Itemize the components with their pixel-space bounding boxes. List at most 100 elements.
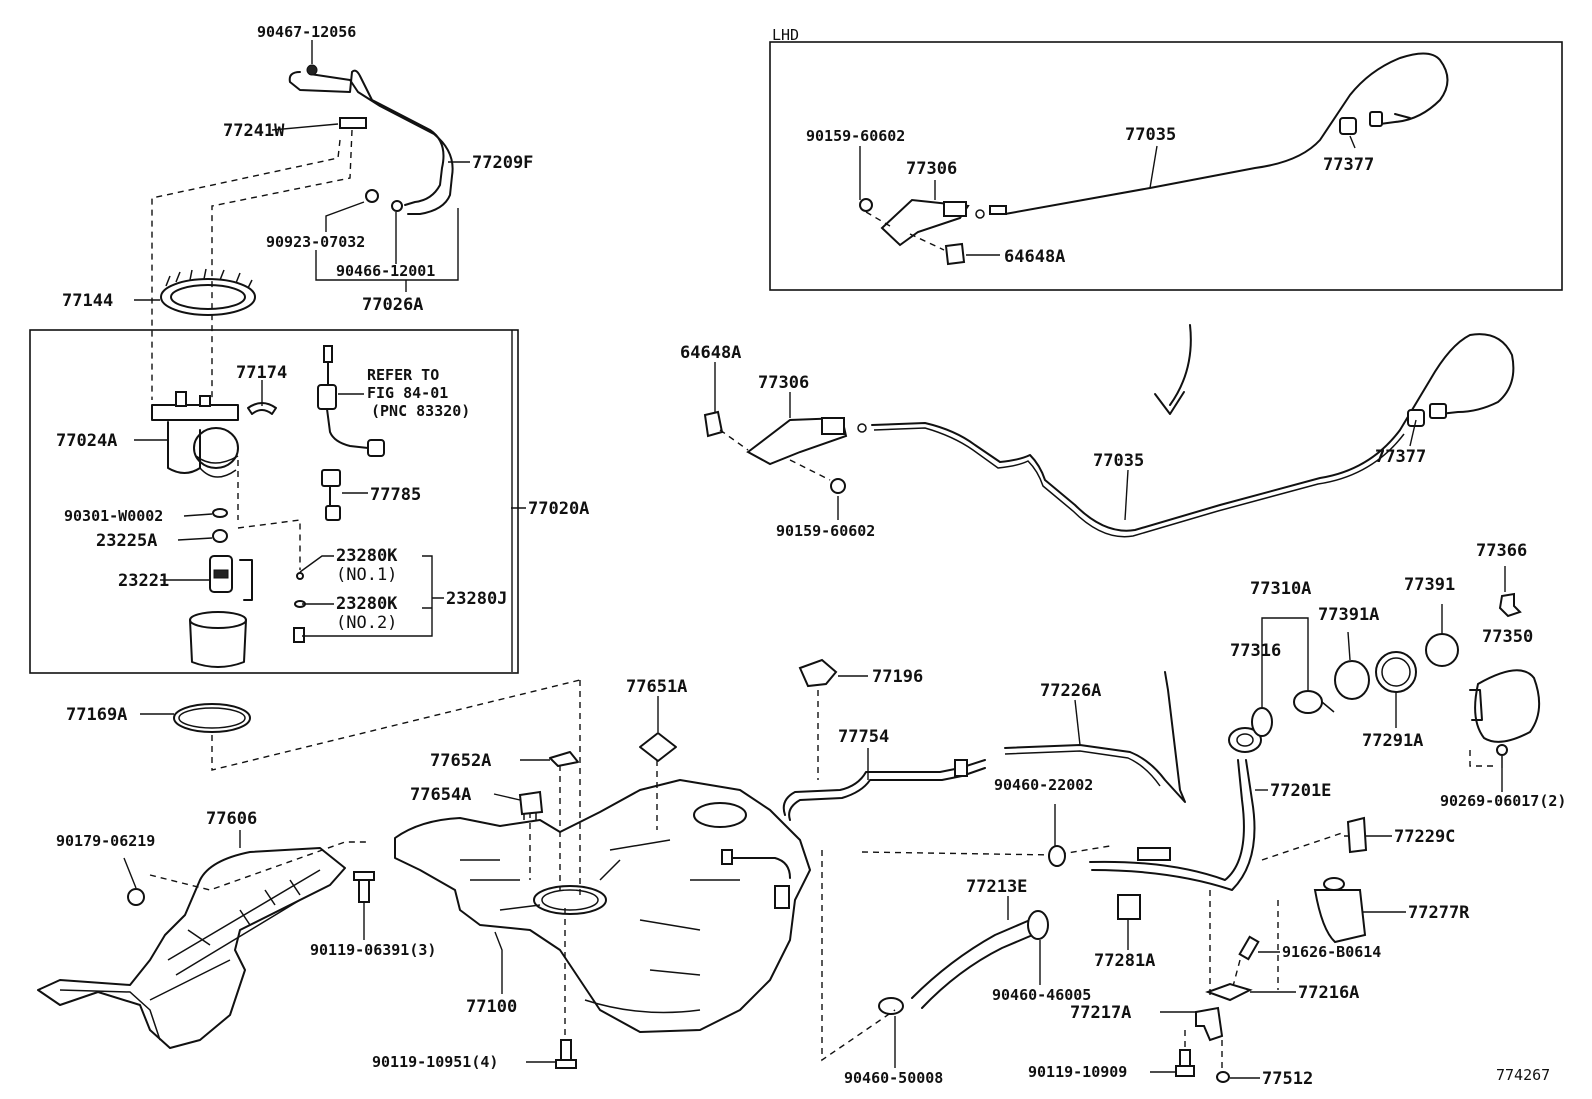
fuel-tube-77209f [288,64,454,215]
label-77100: 77100 [466,997,517,1017]
dash-hose [821,850,896,1062]
ring-77391 [1425,633,1459,667]
leader-lines [134,40,1506,1079]
label-77391a: 77391A [1318,605,1379,625]
pad-77652a [549,751,579,767]
nut-90466 [391,200,403,212]
label-77316: 77316 [1230,641,1281,661]
lhd-cable [975,52,1449,219]
label-23280k-2-sub: (NO.2) [336,613,397,633]
filter-cup [189,611,247,668]
label-77350: 77350 [1482,627,1533,647]
connector-77281a [1117,847,1171,920]
lhd-box [769,41,1563,291]
spring-77366 [1498,592,1522,618]
label-77241w: 77241W [223,121,285,141]
clip-90467 [306,64,318,76]
refer-line-2: FIG 84-01 [367,384,448,402]
label-90159-60602: 90159-60602 [776,522,875,540]
label-77026a: 77026A [362,295,423,315]
label-90269-06017: 90269-06017(2) [1440,792,1566,810]
pipe-77226a [1004,671,1186,803]
cap-77310a [1293,690,1335,714]
label-77213e: 77213E [966,877,1027,897]
lhd-label-90159-60602: 90159-60602 [806,127,905,145]
lhd-clip-64648a [944,242,966,266]
diagram-id: 774267 [1496,1066,1550,1084]
part-77196 [798,658,838,688]
label-77306: 77306 [758,373,809,393]
dash-tube-left [151,139,341,400]
clip-77229c [1344,816,1368,854]
arrow-shaft [1169,324,1192,406]
part-23225a [212,529,228,543]
label-23221: 23221 [118,571,169,591]
clamp-90460-22002 [1048,845,1066,867]
label-90460-46005: 90460-46005 [992,986,1091,1004]
bracket-77217a [1195,1006,1224,1042]
clip-77512 [1216,1071,1230,1083]
nut-90179 [123,857,145,906]
label-77169a: 77169A [66,705,127,725]
rhd-clip-64648a [703,410,724,438]
label-23280k-2: 23280K [336,594,398,614]
label-64648a: 64648A [680,343,741,363]
label-90119-10909: 90119-10909 [1028,1063,1127,1081]
label-77291a: 77291A [1362,731,1423,751]
label-23280j: 23280J [446,589,507,609]
lhd-lever-77306 [859,198,970,251]
rhd-lever-77306 [746,416,848,466]
gasket-77169a [173,703,251,733]
bolt-90119-10909 [1175,1049,1195,1077]
label-23280k-1-sub: (NO.1) [336,565,397,585]
label-23225a: 23225A [96,531,157,551]
seal-77316 [1251,707,1273,737]
filler-pipe-77201e [1089,727,1262,891]
fuel-pump-assembly-box [29,329,519,674]
label-90179-06219: 90179-06219 [56,832,155,850]
clip-77654a [518,790,544,820]
label-77391: 77391 [1404,575,1455,595]
label-77020a: 77020A [528,499,589,519]
label-77217a: 77217A [1070,1003,1131,1023]
refer-line-3: (PNC 83320) [371,402,470,420]
label-90119-06391: 90119-06391(3) [310,941,436,959]
label-77226a: 77226A [1040,681,1101,701]
label-77785: 77785 [370,485,421,505]
lhd-label-77035: 77035 [1125,125,1176,145]
part-23280k-3 [293,627,305,643]
clamp-77241w [339,117,367,129]
dash-rhd-bolt [789,459,831,481]
label-77024a: 77024A [56,431,117,451]
label-77606: 77606 [206,809,257,829]
bolt-90119-10951 [555,1039,577,1069]
clip-77174 [247,402,277,415]
dash-77350 [1469,750,1495,767]
label-90467-12056: 90467-12056 [257,23,356,41]
label-77654a: 77654A [410,785,471,805]
label-90466-12001: 90466-12001 [336,262,435,280]
bolt-91626 [1238,935,1260,961]
label-90460-22002: 90460-22002 [994,776,1093,794]
wire-harness [317,345,385,457]
lhd-label-64648a: 64648A [1004,247,1065,267]
bracket-77216a [1205,982,1253,1002]
pad-77651a [639,732,677,762]
label-77377: 77377 [1375,447,1426,467]
label-90301-w0002: 90301-W0002 [64,507,163,525]
label-77209f: 77209F [472,153,533,173]
arrow-head [1154,391,1185,415]
gasket-77291a [1375,651,1417,693]
label-77196: 77196 [872,667,923,687]
part-23280k-1 [296,572,304,580]
lhd-label-77306: 77306 [906,159,957,179]
lock-ring-77144 [160,268,256,316]
dash-tube-right [211,129,353,400]
label-77651a: 77651A [626,677,687,697]
pump-23221 [209,555,253,601]
dash-23280 [237,519,301,570]
label-77310a: 77310A [1250,579,1311,599]
sender-77785 [321,469,341,521]
ring-77391a [1334,660,1370,700]
